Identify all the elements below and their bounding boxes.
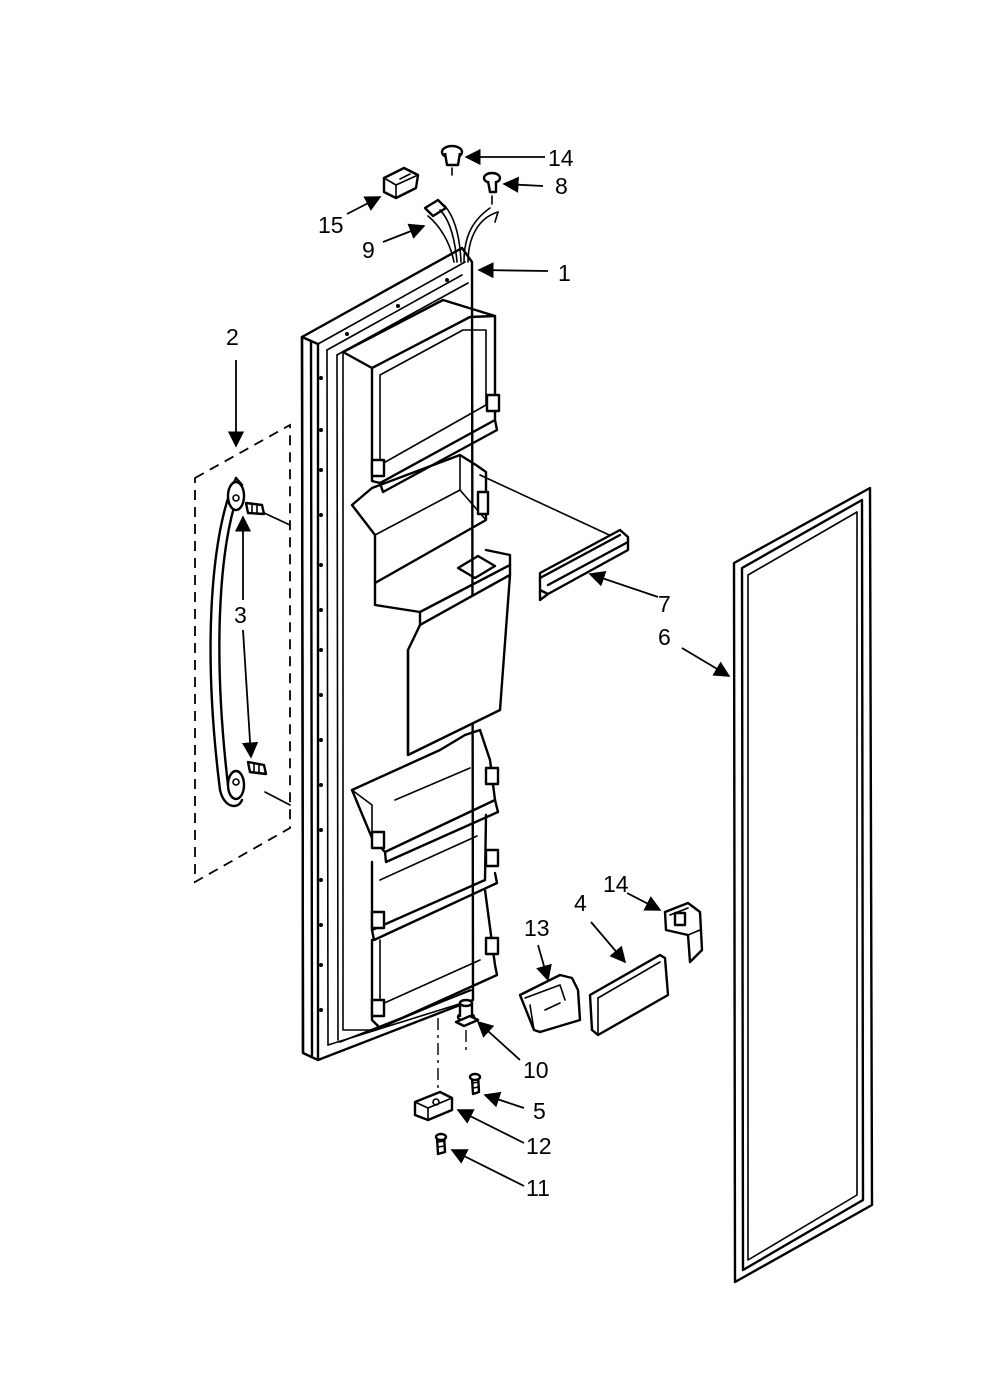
- callout-14-bottom: 14: [603, 871, 629, 897]
- callout-labels: 14 8 15 9 1 2 3 7 6 14 13 4 10 5 12 11: [226, 145, 671, 1201]
- callout-7: 7: [658, 591, 671, 617]
- dispenser-cavity: [350, 453, 512, 757]
- dispenser-cover-part-13: [518, 973, 582, 1034]
- door-liner-part: [300, 198, 512, 1062]
- callout-15: 15: [318, 212, 344, 238]
- upper-bin: [341, 298, 501, 494]
- callout-9: 9: [362, 237, 375, 263]
- callout-4: 4: [574, 890, 587, 916]
- callout-11: 11: [526, 1175, 550, 1201]
- screw-part-8: [482, 171, 502, 205]
- callout-1: 1: [558, 260, 571, 286]
- door-gasket-part: [732, 486, 874, 1284]
- trim-strip-part: [479, 474, 630, 602]
- hinge-cover-part-14: [663, 901, 704, 964]
- screw-part-11: [434, 1132, 448, 1156]
- hinge-pin-part-10: [454, 998, 480, 1028]
- wire-harness: [423, 198, 499, 263]
- middle-bin: [350, 728, 500, 864]
- lower-bin-1: [370, 813, 500, 942]
- trim-panel-part-4: [588, 953, 670, 1037]
- callout-14-top: 14: [548, 145, 574, 171]
- callout-10: 10: [523, 1057, 549, 1083]
- plug-button-part-14: [440, 144, 464, 176]
- callout-12: 12: [526, 1133, 552, 1159]
- lower-bin-2: [370, 888, 500, 1030]
- leader-lines: [227, 148, 731, 1187]
- door-edge-screws: [319, 278, 449, 1012]
- callout-3: 3: [234, 602, 247, 628]
- hinge-bracket-part-12: [413, 1090, 454, 1122]
- callout-6: 6: [658, 624, 671, 650]
- connector-part-15: [382, 166, 420, 200]
- callout-8: 8: [555, 173, 568, 199]
- callout-13: 13: [524, 915, 550, 941]
- callout-5: 5: [533, 1098, 546, 1124]
- handle-screws-part: [244, 501, 268, 776]
- handle-part: [194, 423, 291, 884]
- callout-2: 2: [226, 324, 239, 350]
- screw-part-5: [468, 1072, 482, 1096]
